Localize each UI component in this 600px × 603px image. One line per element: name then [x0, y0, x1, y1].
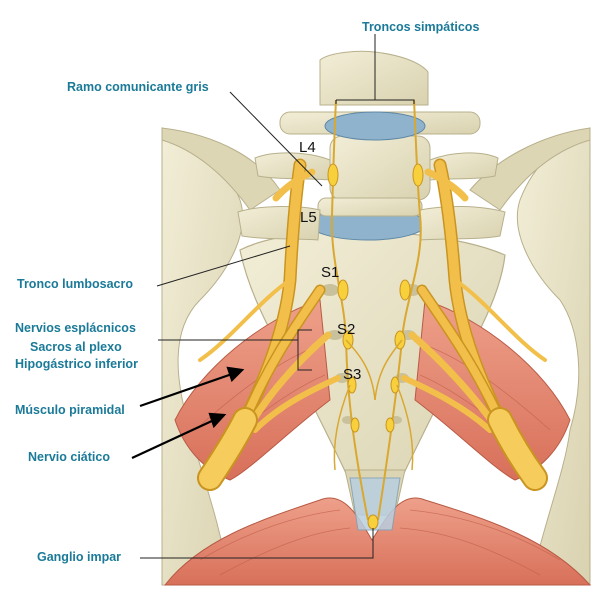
level-s1: S1: [321, 264, 340, 281]
sacral-plexus-left: [197, 158, 341, 491]
label-ramo-comunicante-gris: Ramo comunicante gris: [67, 80, 209, 94]
sacral-plexus-right: [401, 158, 548, 491]
lumbar-nerves: [272, 168, 469, 202]
label-musculo-piramidal: Músculo piramidal: [15, 403, 125, 417]
level-l5: L5: [300, 209, 317, 226]
sympathetic-ganglia: [327, 163, 424, 433]
label-nervios-esplacnicos: Nervios esplácnicos: [15, 321, 136, 335]
splanchnic-bracket: [297, 329, 312, 371]
label-hipogastrico-inferior: Hipogástrico inferior: [15, 357, 138, 371]
label-tronco-lumbosacro: Tronco lumbosacro: [17, 277, 133, 291]
pelvis-bone: [161, 127, 591, 586]
disc-l3-l4: [324, 111, 426, 141]
hypogastric-branches: [333, 339, 414, 471]
level-l4: L4: [299, 139, 316, 156]
leader-lines: [140, 34, 415, 559]
label-sacros-al-plexo: Sacros al plexo: [30, 340, 122, 354]
ganglion-impar: [367, 514, 379, 530]
level-s3: S3: [343, 366, 362, 383]
label-ganglio-impar: Ganglio impar: [37, 550, 122, 564]
label-nervio-ciatico: Nervio ciático: [28, 450, 110, 464]
label-troncos-simpaticos: Troncos simpáticos: [362, 20, 480, 34]
arrows: [131, 366, 245, 459]
gluteal-muscle: [163, 497, 592, 586]
level-s2: S2: [337, 321, 356, 338]
